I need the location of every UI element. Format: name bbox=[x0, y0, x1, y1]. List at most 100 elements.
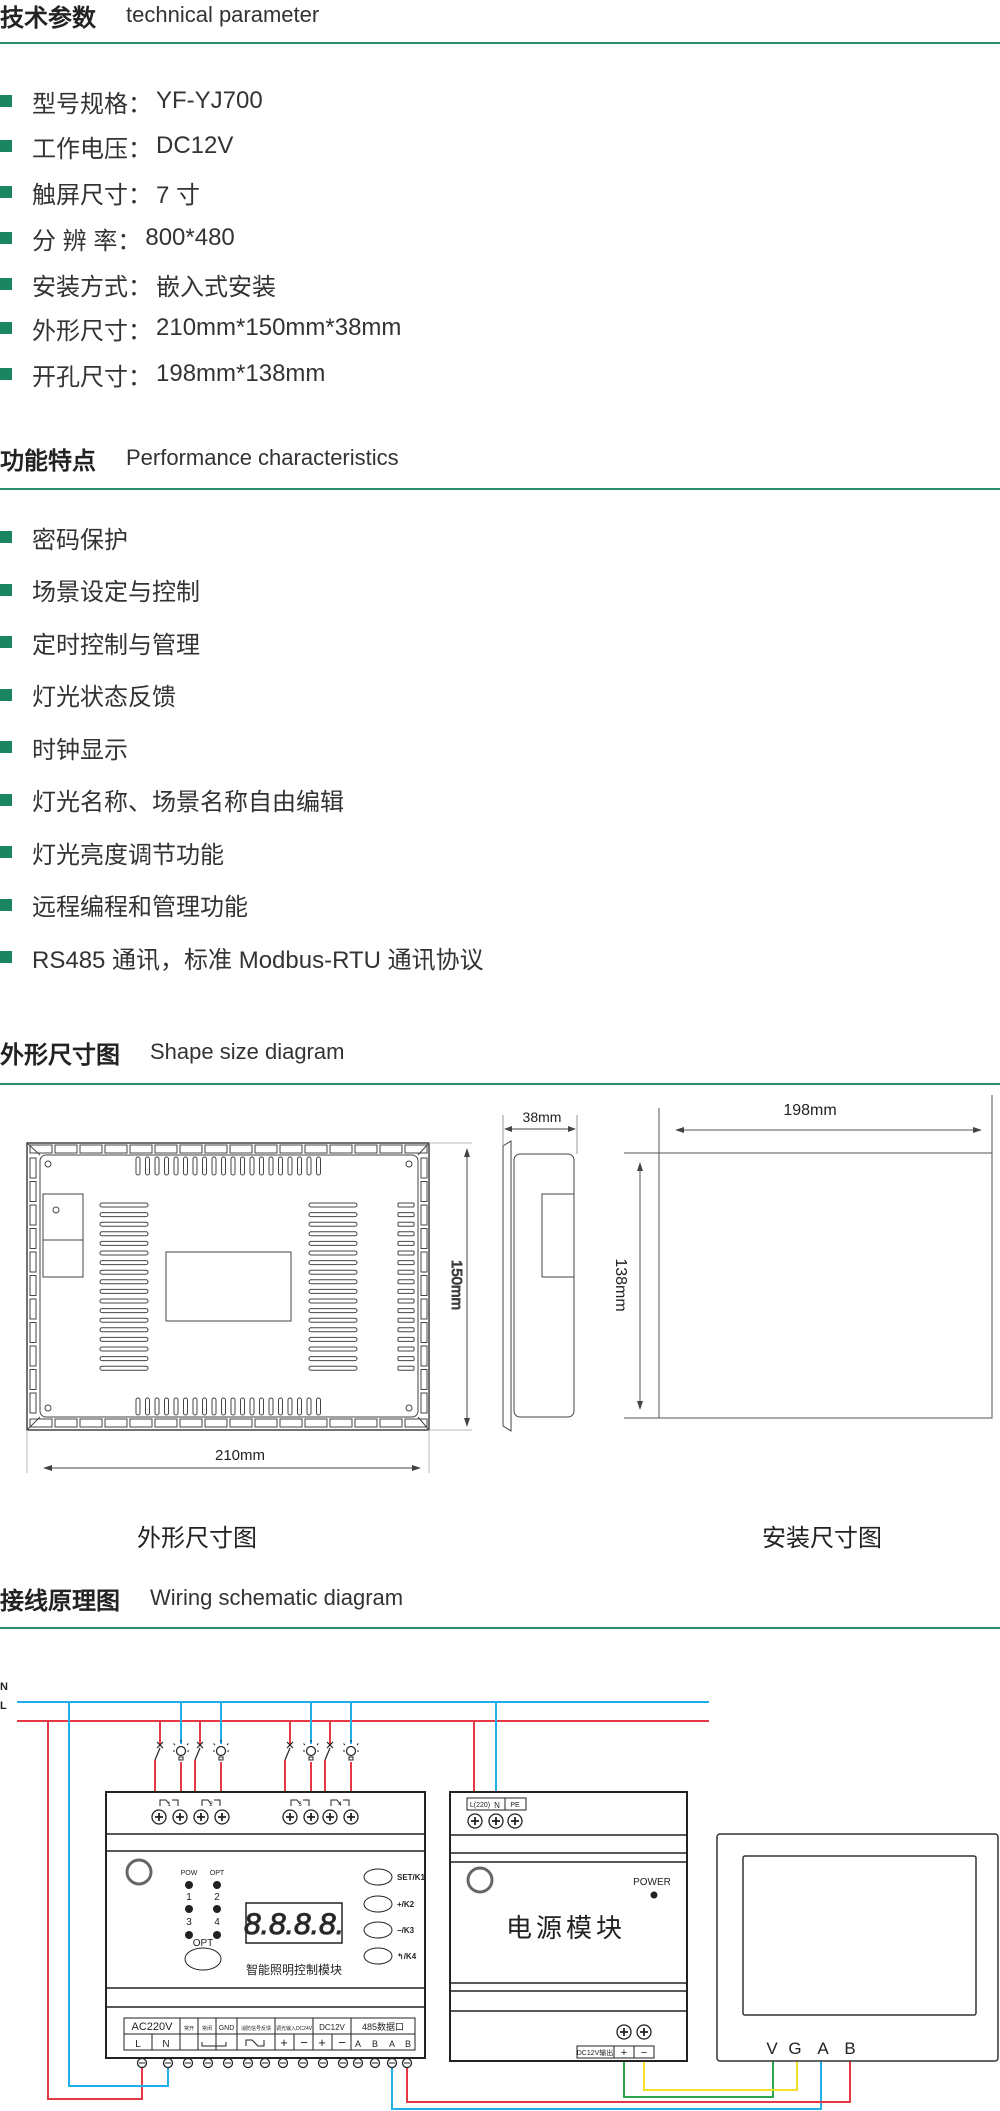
module-key-button[interactable] bbox=[363, 1921, 393, 1939]
psu-output-label-box bbox=[576, 2045, 655, 2059]
vent-slot bbox=[397, 1240, 415, 1246]
panel-inner bbox=[39, 1154, 419, 1418]
touchscreen-display bbox=[742, 1855, 977, 2016]
lamp-icon bbox=[345, 1745, 357, 1757]
psu-terminal-n: N bbox=[494, 1801, 500, 1810]
wire-485-b bbox=[406, 2061, 851, 2103]
vent-slot bbox=[308, 1212, 358, 1218]
vent-slot bbox=[99, 1269, 149, 1275]
frame-notch bbox=[129, 1144, 153, 1154]
module-key-button[interactable] bbox=[363, 1895, 393, 1913]
vent-slot bbox=[397, 1202, 415, 1208]
terminal-sub-label: − bbox=[338, 2035, 346, 2050]
touchscreen-panel: V G A B bbox=[716, 1833, 999, 2062]
cutout-rect bbox=[658, 1152, 993, 1419]
psu-body bbox=[449, 1791, 688, 2062]
vent-slot bbox=[99, 1250, 149, 1256]
bullet-icon bbox=[0, 688, 12, 701]
frame-notch bbox=[179, 1418, 203, 1428]
frame-notch bbox=[154, 1418, 178, 1428]
spec-label: 分 辨 率： bbox=[32, 227, 142, 255]
module-key-button[interactable] bbox=[363, 1947, 393, 1965]
frame-notch bbox=[420, 1275, 428, 1296]
bullet-icon bbox=[0, 140, 12, 152]
psu-terminal-l: L(220) bbox=[470, 1802, 490, 1809]
vent-slot bbox=[99, 1279, 149, 1285]
spec-value: 800*480 bbox=[145, 224, 235, 251]
vent-slot bbox=[308, 1221, 358, 1227]
terminal-header: 485数据口 bbox=[362, 2021, 404, 2032]
frame-notch bbox=[404, 1144, 428, 1154]
spec-item: 开孔尺寸： 198mm*138mm bbox=[0, 359, 326, 391]
lamp-rays-icon bbox=[173, 1740, 189, 1761]
plus-icon bbox=[620, 2028, 628, 2036]
frame-notch bbox=[404, 1418, 428, 1428]
live-line-label: L bbox=[0, 1700, 7, 1712]
terminal-sub-label: − bbox=[300, 2035, 308, 2050]
vent-slot bbox=[154, 1397, 160, 1416]
module-key-label: +/K2 bbox=[397, 1900, 415, 1909]
vent-slot bbox=[297, 1397, 302, 1416]
terminal-header: AC220V bbox=[132, 2021, 174, 2033]
depth-label: 38mm bbox=[523, 1109, 562, 1125]
plus-icon bbox=[471, 1817, 479, 1825]
vent-slot bbox=[259, 1397, 264, 1416]
frame-notch bbox=[79, 1418, 103, 1428]
vent-slot bbox=[308, 1202, 358, 1208]
touchscreen-body bbox=[716, 1833, 999, 2062]
led-indicator bbox=[213, 1931, 221, 1939]
vent-slot bbox=[249, 1156, 255, 1176]
vent-slot bbox=[259, 1156, 264, 1176]
frame-notch bbox=[420, 1181, 428, 1202]
caption-outline: 外形尺寸图 bbox=[137, 1525, 257, 1552]
width-label: 210mm bbox=[215, 1447, 265, 1464]
section-divider bbox=[0, 42, 1000, 44]
vent-slot bbox=[397, 1327, 415, 1333]
vent-slot bbox=[397, 1356, 415, 1362]
psu-output-minus: − bbox=[641, 2047, 647, 2059]
module-key-button[interactable] bbox=[363, 1868, 393, 1886]
bullet-icon bbox=[0, 186, 12, 198]
plus-icon bbox=[155, 1813, 163, 1821]
cut-height-label: 138mm bbox=[612, 1258, 629, 1311]
vent-slot bbox=[397, 1250, 415, 1256]
vent-slot bbox=[99, 1327, 149, 1333]
screw-hole bbox=[44, 1404, 52, 1412]
vent-slot bbox=[308, 1288, 358, 1294]
spec-value: 198mm*138mm bbox=[156, 360, 326, 387]
frame-notch bbox=[29, 1369, 37, 1390]
vent-slot bbox=[268, 1156, 274, 1176]
opt-button[interactable] bbox=[184, 1947, 222, 1971]
vent-slot bbox=[397, 1288, 415, 1294]
vent-slot bbox=[211, 1397, 217, 1416]
terminal-header: 常开 bbox=[184, 2025, 194, 2032]
terminal-a: A bbox=[817, 2039, 829, 2058]
vent-slot bbox=[99, 1317, 149, 1323]
power-label: POWER bbox=[633, 1877, 671, 1888]
frame-notch bbox=[254, 1418, 278, 1428]
vent-slot bbox=[308, 1365, 358, 1371]
feature-label: 时钟显示 bbox=[32, 736, 128, 764]
vent-slot bbox=[99, 1365, 149, 1371]
contact-symbol bbox=[245, 2039, 265, 2047]
vent-slot bbox=[308, 1298, 358, 1304]
screw-hole bbox=[405, 1160, 413, 1168]
bullet-icon bbox=[0, 951, 12, 963]
spec-label: 型号规格： bbox=[32, 90, 152, 118]
vent-slot bbox=[308, 1279, 358, 1285]
frame-notch bbox=[420, 1345, 428, 1367]
led-label: 2 bbox=[214, 1892, 220, 1903]
bullet-icon bbox=[0, 741, 12, 753]
bullet-icon bbox=[0, 278, 12, 290]
psu-name: 电源模块 bbox=[506, 1913, 626, 1943]
psu-terminal-pe: PE bbox=[510, 1802, 520, 1809]
led-label: 1 bbox=[186, 1892, 192, 1903]
terminal-header: 常闭 bbox=[202, 2025, 212, 2032]
diagrams: 150mm 210mm 38mm 198mm bbox=[0, 1095, 999, 2110]
frame-notch bbox=[379, 1144, 403, 1154]
module-key-label: −/K3 bbox=[397, 1926, 415, 1935]
feature-item: 灯光状态反馈 bbox=[0, 680, 176, 711]
lamp-rays-icon bbox=[343, 1740, 359, 1761]
relay-number: 3 bbox=[298, 1802, 302, 1808]
vent-slot bbox=[316, 1156, 321, 1176]
